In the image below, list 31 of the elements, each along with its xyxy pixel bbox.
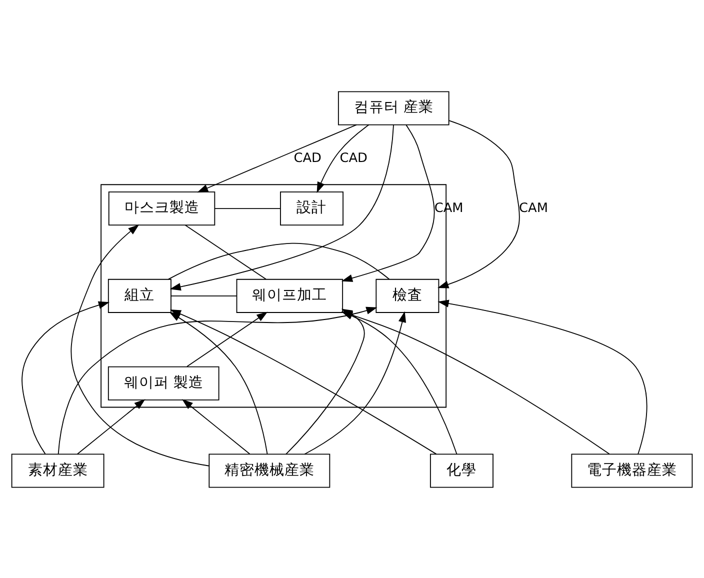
arrow (182, 398, 250, 454)
arrow (70, 224, 210, 466)
edge-label: CAM (519, 200, 548, 216)
arrow (304, 310, 406, 454)
arrow (197, 124, 357, 192)
connector (170, 294, 238, 296)
node-box: 精密機械産業 (208, 453, 330, 488)
node-box: 컴퓨터 産業 (338, 90, 450, 125)
node-box: 電子機器産業 (571, 453, 693, 488)
arrow (341, 124, 435, 282)
arrow (438, 120, 520, 288)
node-box: 化學 (430, 453, 494, 488)
node-box: 組立 (108, 278, 172, 312)
arrow (438, 299, 648, 454)
arrow (341, 310, 458, 454)
arrow (316, 124, 370, 193)
connector (168, 242, 390, 280)
edge-label: CAD (294, 150, 322, 166)
node-box: 웨이퍼 製造 (108, 366, 220, 400)
node-box: 檢査 (376, 278, 440, 312)
arrow (341, 310, 610, 454)
node-box: 素材産業 (11, 453, 104, 488)
node-box: 마스크製造 (108, 191, 216, 226)
arrow (170, 124, 394, 290)
edge-label: CAD (340, 150, 368, 166)
arrow (186, 311, 268, 366)
connector (184, 224, 266, 280)
arrow (22, 300, 110, 454)
arrow (76, 398, 146, 454)
node-box: 設計 (280, 191, 344, 226)
node-box: 웨이프加工 (236, 278, 344, 312)
